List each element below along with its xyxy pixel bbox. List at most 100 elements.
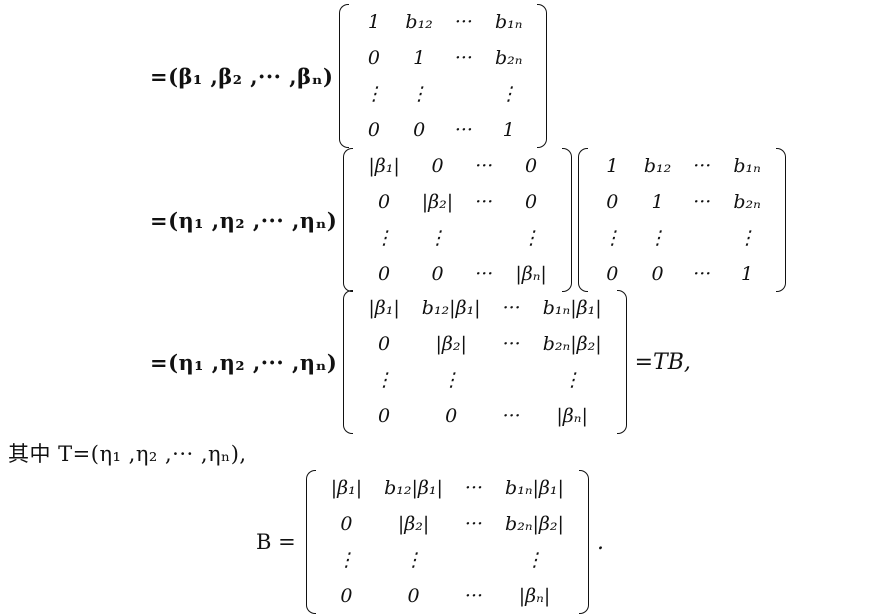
matrix-entry: ⋮ <box>409 83 429 105</box>
matrix-entry: 0 <box>606 191 619 213</box>
matrix-right-bracket <box>537 4 548 148</box>
matrix-entry: 0 <box>378 405 391 427</box>
matrix-entry: ··· <box>693 263 712 285</box>
matrix-entry: ⋮ <box>441 369 461 391</box>
matrix-entry: ··· <box>464 585 484 607</box>
equation-row-4: B = |β₁|b₁₂|β₁|···b₁ₙ|β₁|0|β₂|···b₂ₙ|β₂|… <box>256 470 604 614</box>
matrix-entry: ⋮ <box>562 369 582 391</box>
matrix-entry: 0 <box>651 263 664 285</box>
matrix-entry: ··· <box>693 155 712 177</box>
matrix-entry: ··· <box>475 263 494 285</box>
equation-row-3: =(η₁ ,η₂ ,··· ,ηₙ) |β₁|b₁₂|β₁|···b₁ₙ|β₁|… <box>150 290 691 434</box>
matrix-entry: b₁ₙ|β₁| <box>542 297 602 319</box>
matrix-row: 0 0 ··· |βₙ| <box>357 256 557 292</box>
equation-row-2: =(η₁ ,η₂ ,··· ,ηₙ) |β₁| 0 ··· 0 0 |β₂| ··· 0 ⋮ ⋮ ⋮… <box>150 148 786 292</box>
matrix-entry: 1 <box>651 191 664 213</box>
matrix-entry: ··· <box>502 297 521 319</box>
matrix-entry: ⋮ <box>427 227 447 249</box>
matrix-entry: b₁₂ <box>643 155 672 177</box>
matrix-entry <box>464 220 504 256</box>
matrix-entry: 1 <box>413 47 426 69</box>
matrix-entry: 0 <box>378 333 391 355</box>
matrix-entry: |βₙ| <box>556 405 588 427</box>
matrix-entry: |β₂| <box>421 191 454 213</box>
matrix-entry: ··· <box>464 477 484 499</box>
equation-2-prefix: =(η₁ ,η₂ ,··· ,ηₙ) <box>150 207 338 233</box>
matrix-entry: 0 <box>378 263 391 285</box>
matrix-entry <box>454 542 494 578</box>
matrix-entry: ··· <box>475 191 494 213</box>
matrix-row: ⋮ ⋮ ⋮ <box>320 542 575 578</box>
matrix-entry: b₂ₙ|β₂| <box>542 333 602 355</box>
where-definition: 其中 T=(η₁ ,η₂ ,··· ,ηₙ), <box>8 438 247 468</box>
matrix-entry: ··· <box>454 47 473 69</box>
matrix-3: |β₁|b₁₂|β₁|···b₁ₙ|β₁|0|β₂|···b₂ₙ|β₂|⋮⋮⋮0… <box>343 290 627 434</box>
matrix-entry: ⋮ <box>336 549 356 571</box>
matrix-4: |β₁|b₁₂|β₁|···b₁ₙ|β₁|0|β₂|···b₂ₙ|β₂|⋮⋮⋮0… <box>305 470 589 614</box>
matrix-entry: |βₙ| <box>518 585 551 607</box>
matrix-entry: b₁ₙ <box>494 11 523 33</box>
matrix-entry: ··· <box>464 513 484 535</box>
matrix-row: |β₁|0···0 <box>357 148 557 184</box>
matrix-row: 0 1 ··· b₂ₙ <box>353 40 533 76</box>
matrix-entry: 0 <box>525 155 538 177</box>
matrix-row: 0 1 ··· b₂ₙ <box>592 184 772 220</box>
matrix-left-bracket <box>577 148 588 292</box>
matrix-entry: ⋮ <box>499 83 519 105</box>
matrix-entry <box>682 220 722 256</box>
matrix-entry: 0 <box>378 191 391 213</box>
matrix-4-body: |β₁|b₁₂|β₁|···b₁ₙ|β₁|0|β₂|···b₂ₙ|β₂|⋮⋮⋮0… <box>320 470 575 614</box>
matrix-left-bracket <box>343 290 354 434</box>
equation-1-prefix: =(β₁ ,β₂ ,··· ,βₙ) <box>150 63 334 89</box>
matrix-right-bracket <box>578 470 589 614</box>
matrix-left-bracket <box>305 470 316 614</box>
matrix-right-bracket <box>561 148 572 292</box>
matrix-entry: b₁₂|β₁| <box>421 297 481 319</box>
where-text: 其中 T=(η₁ ,η₂ ,··· ,ηₙ), <box>8 442 247 466</box>
matrix-entry: ··· <box>502 405 521 427</box>
matrix-entry: ⋮ <box>648 227 668 249</box>
matrix-entry: ⋮ <box>404 549 424 571</box>
matrix-entry: |βₙ| <box>515 263 547 285</box>
matrix-entry: 0 <box>413 119 426 141</box>
matrix-left-bracket <box>339 4 350 148</box>
matrix-entry: ··· <box>454 11 473 33</box>
matrix-entry: ⋮ <box>737 227 757 249</box>
matrix-right-bracket <box>616 290 627 434</box>
matrix-entry: |β₁| <box>330 477 363 499</box>
matrix-row: ⋮⋮⋮ <box>592 220 772 256</box>
matrix-entry: ⋮ <box>374 227 394 249</box>
matrix-entry: 0 <box>431 263 444 285</box>
matrix-entry: b₁₂ <box>405 11 433 33</box>
matrix-entry: 1 <box>741 263 754 285</box>
matrix-entry: |β₁| <box>368 155 400 177</box>
matrix-entry: ··· <box>475 155 494 177</box>
matrix-entry: b₂ₙ <box>733 191 761 213</box>
matrix-entry: 0 <box>367 47 380 69</box>
matrix-entry: 1 <box>502 119 515 141</box>
matrix-entry: ⋮ <box>374 369 394 391</box>
matrix-entry: ⋮ <box>524 549 544 571</box>
equation-3-prefix: =(η₁ ,η₂ ,··· ,ηₙ) <box>150 349 338 375</box>
matrix-row: ⋮ ⋮ ⋮ <box>353 76 533 112</box>
matrix-entry: b₂ₙ <box>494 47 523 69</box>
matrix-entry: 1 <box>367 11 380 33</box>
matrix-entry: ··· <box>693 191 712 213</box>
matrix-entry <box>444 76 484 112</box>
matrix-entry: 0 <box>525 191 538 213</box>
equation-4-suffix: . <box>596 529 604 555</box>
matrix-entry: b₁ₙ|β₁| <box>505 477 564 499</box>
matrix-entry: ⋮ <box>364 83 384 105</box>
matrix-entry: b₂ₙ|β₂| <box>505 513 564 535</box>
matrix-entry: |β₂| <box>397 513 430 535</box>
matrix-entry: 0 <box>340 585 353 607</box>
matrix-row: 0 |β₂| ··· 0 <box>357 184 557 220</box>
